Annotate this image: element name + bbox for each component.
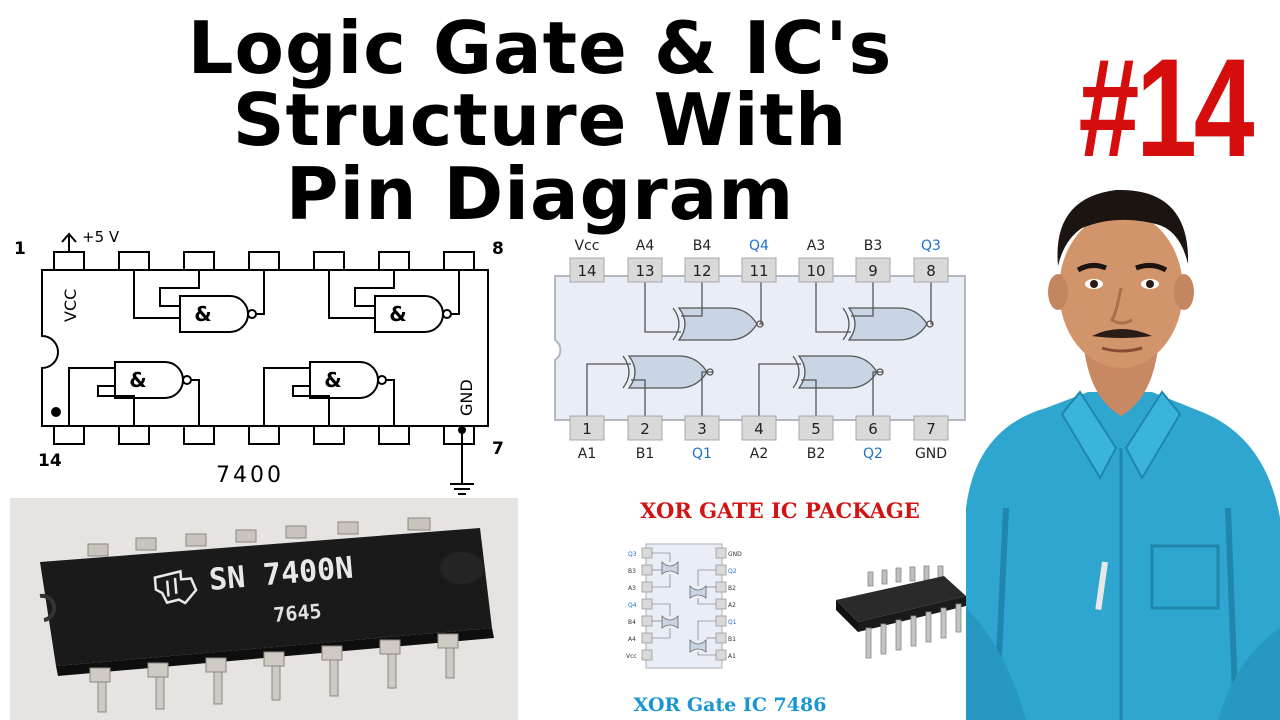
presenter-photo: [966, 189, 1280, 720]
top-pin-number: 13: [635, 262, 654, 280]
xor-package-caption: XOR Gate IC 7486: [633, 694, 827, 716]
gate-symbol: &: [324, 368, 341, 392]
part-number-7400: 7400: [216, 463, 284, 488]
pin-box: [627, 257, 663, 283]
top-pin-number: 12: [692, 262, 711, 280]
svg-text:Q4: Q4: [628, 602, 637, 609]
svg-text:A1: A1: [728, 653, 736, 660]
pin-box: [627, 415, 663, 441]
chip-marking-line2: 7645: [272, 599, 322, 627]
pin-8-label: 8: [492, 239, 504, 259]
svg-text:A2: A2: [728, 602, 736, 609]
pin-box: [913, 415, 949, 441]
svg-text:B1: B1: [728, 636, 736, 643]
bottom-pin-name: Q2: [863, 446, 883, 462]
top-pin-name: B4: [693, 238, 712, 254]
top-pin-number: 11: [749, 262, 768, 280]
pin-box: [569, 415, 605, 441]
pin-box: [741, 257, 777, 283]
svg-text:GND: GND: [728, 551, 742, 558]
pin-box: [798, 415, 834, 441]
pin-14-label: 1: [14, 239, 26, 259]
svg-text:A3: A3: [628, 585, 636, 592]
top-pin-name: B3: [864, 238, 883, 254]
title-line-2: Structure With: [232, 78, 848, 162]
top-pin-number: 14: [577, 262, 596, 280]
xor-package-title: XOR GATE IC PACKAGE: [640, 498, 920, 523]
pin-1-label: 14: [38, 451, 62, 471]
bottom-pin-number: 6: [868, 420, 878, 438]
svg-text:A4: A4: [628, 636, 636, 643]
title-line-3: Pin Diagram: [285, 152, 795, 236]
top-pin-name: A3: [807, 238, 825, 254]
gnd-label: GND: [457, 379, 476, 416]
pin-box: [569, 257, 605, 283]
chip-photo: SN 7400N 7645: [10, 498, 518, 720]
top-pin-number: 8: [926, 262, 936, 280]
bottom-pin-number: 2: [640, 420, 650, 438]
svg-text:Q3: Q3: [628, 551, 637, 558]
svg-text:Q2: Q2: [728, 568, 737, 575]
pin-box: [913, 257, 949, 283]
top-pin-number: 10: [806, 262, 825, 280]
svg-text:Vcc: Vcc: [626, 653, 637, 660]
dip-chip-icon: [836, 565, 966, 659]
bottom-pin-name: B1: [636, 446, 655, 462]
top-pin-name: Q4: [749, 238, 769, 254]
bottom-pin-number: 1: [582, 420, 592, 438]
bottom-pin-name: A2: [750, 446, 768, 462]
pin-box: [855, 257, 891, 283]
pin-box: [684, 415, 720, 441]
svg-text:B4: B4: [628, 619, 636, 626]
svg-text:Q1: Q1: [728, 619, 737, 626]
svg-text:B3: B3: [628, 568, 636, 575]
episode-number: #14: [1078, 29, 1255, 186]
bottom-pin-number: 3: [697, 420, 707, 438]
pin-7-label: 7: [492, 439, 504, 459]
top-pin-row: 14 Vcc 13 A4 12 B4 11 Q4 10 A3 9 B3 8 Q3: [569, 238, 949, 283]
bottom-pin-number: 4: [754, 420, 764, 438]
vcc-label: VCC: [61, 289, 80, 322]
pin-box: [684, 257, 720, 283]
title-line-1: Logic Gate & IC's: [187, 6, 893, 90]
ic-7400-diagram: & & & & +5 V 1 8 14 7 7400 VCC GND: [14, 228, 504, 495]
bottom-pin-number: 7: [926, 420, 936, 438]
bottom-pin-name: B2: [807, 446, 826, 462]
top-pin-name: A4: [636, 238, 655, 254]
pin-box: [741, 415, 777, 441]
gate-symbol: &: [194, 302, 211, 326]
bottom-pin-name: GND: [915, 446, 947, 462]
bottom-pin-name: Q1: [692, 446, 712, 462]
gate-symbol: &: [389, 302, 406, 326]
top-pin-number: 9: [868, 262, 878, 280]
ti-logo-icon: [153, 569, 198, 605]
top-pin-name: Vcc: [575, 238, 600, 254]
pin-box: [855, 415, 891, 441]
pin-box: [798, 257, 834, 283]
bottom-pin-number: 5: [811, 420, 821, 438]
top-pin-name: Q3: [921, 238, 941, 254]
ic-7486-diagram: 14 Vcc 13 A4 12 B4 11 Q4 10 A3 9 B3 8 Q3 1A1 2B1 3Q1 4A2…: [554, 238, 966, 462]
bottom-pin-name: A1: [578, 446, 596, 462]
supply-label: +5 V: [82, 228, 120, 246]
gate-symbol: &: [129, 368, 146, 392]
svg-text:B2: B2: [728, 585, 736, 592]
